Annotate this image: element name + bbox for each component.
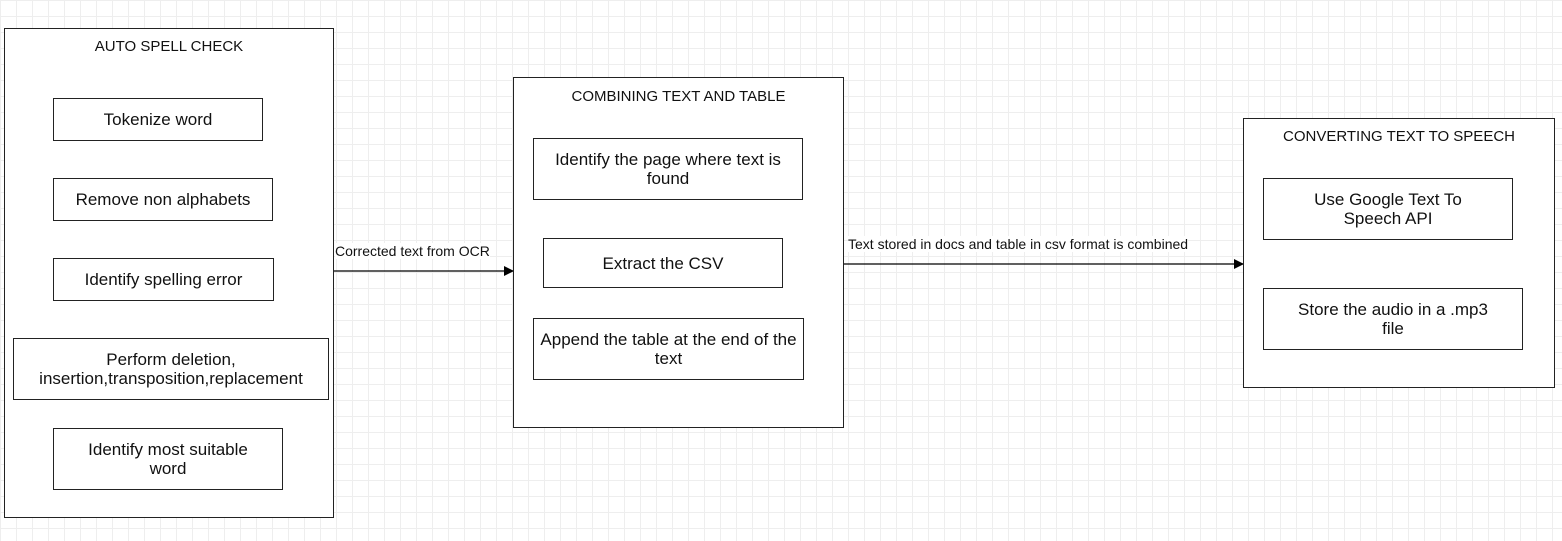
step-tokenize-word: Tokenize word xyxy=(53,98,263,141)
group-title-auto-spell-check: AUTO SPELL CHECK xyxy=(94,38,244,55)
step-store-audio: Store the audio in a .mp3 file xyxy=(1263,288,1523,350)
step-perform-operations: Perform deletion, insertion,transpositio… xyxy=(13,338,329,400)
step-identify-page: Identify the page where text is found xyxy=(533,138,803,200)
edge-label-text-stored-combined: Text stored in docs and table in csv for… xyxy=(848,236,1189,252)
step-identify-most-suitable-word: Identify most suitable word xyxy=(53,428,283,490)
group-title-combining: COMBINING TEXT AND TABLE xyxy=(571,88,786,105)
step-append-table: Append the table at the end of the text xyxy=(533,318,804,380)
edge-label-corrected-text: Corrected text from OCR xyxy=(335,243,490,259)
step-extract-csv: Extract the CSV xyxy=(543,238,783,288)
step-identify-spelling-error: Identify spelling error xyxy=(53,258,274,301)
step-remove-non-alphabets: Remove non alphabets xyxy=(53,178,273,221)
group-title-tts: CONVERTING TEXT TO SPEECH xyxy=(1282,128,1515,145)
step-use-google-tts-api: Use Google Text To Speech API xyxy=(1263,178,1513,240)
